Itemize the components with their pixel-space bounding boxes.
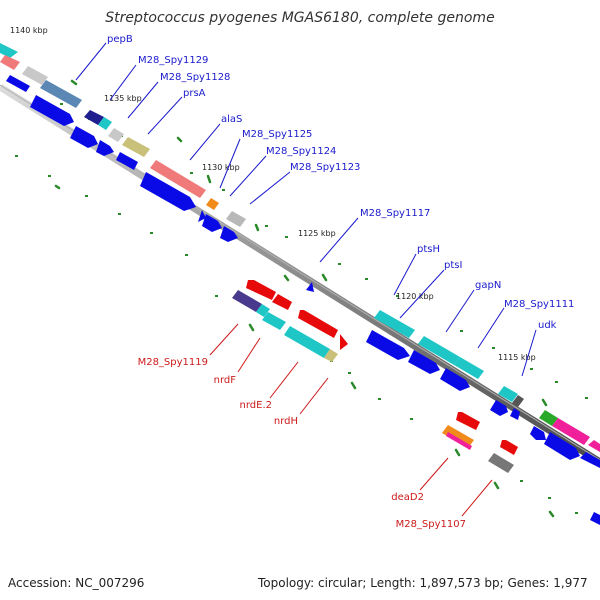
tick-label: 1140 kbp <box>10 26 48 35</box>
gene-label: M28_Spy1129 <box>138 55 208 66</box>
gene-label: nrdE.2 <box>240 400 272 411</box>
reverse-gene-labels: M28_Spy1119 nrdF nrdE.2 nrdH deaD2 M28_S… <box>138 357 466 530</box>
accession-text: Accession: NC_007296 <box>8 576 145 590</box>
tick-label: 1130 kbp <box>202 163 240 172</box>
gene-label: ptsH <box>417 244 440 255</box>
reverse-leader-lines <box>209 323 493 517</box>
gene-label: deaD2 <box>391 492 424 503</box>
gene-label: M28_Spy1125 <box>242 129 312 140</box>
forward-gene-labels: pepB M28_Spy1129 M28_Spy1128 prsA alaS M… <box>107 34 574 331</box>
gene-label: M28_Spy1124 <box>266 146 336 157</box>
gene-label: nrdF <box>214 375 237 386</box>
map-title: Streptococcus pyogenes MGAS6180, complet… <box>105 10 495 26</box>
genome-summary-text: Topology: circular; Length: 1,897,573 bp… <box>258 576 588 590</box>
kbp-ticks: 1140 kbp 1135 kbp 1130 kbp 1125 kbp 1120… <box>10 26 536 362</box>
gene-label: M28_Spy1117 <box>360 208 430 219</box>
gene-label: nrdH <box>274 416 298 427</box>
gene-label: M28_Spy1107 <box>396 519 466 530</box>
reverse-features <box>232 290 514 473</box>
tick-label: 1115 kbp <box>498 353 536 362</box>
gene-label: M28_Spy1119 <box>138 357 208 368</box>
forward-leader-lines <box>75 42 537 377</box>
gene-label: M28_Spy1123 <box>290 162 360 173</box>
gene-label: gapN <box>475 280 501 291</box>
reverse-cds <box>246 280 518 455</box>
gene-label: ptsI <box>444 260 462 271</box>
tick-label: 1135 kbp <box>104 94 142 103</box>
gene-label: M28_Spy1128 <box>160 72 230 83</box>
gene-label: udk <box>538 320 557 331</box>
tick-label: 1125 kbp <box>298 229 336 238</box>
gene-label: prsA <box>183 88 206 99</box>
tick-label: 1120 kbp <box>396 292 434 301</box>
gene-label: alaS <box>221 114 242 125</box>
forward-cds <box>6 75 600 525</box>
gene-label: pepB <box>107 34 133 45</box>
forward-features <box>0 43 600 452</box>
gene-label: M28_Spy1111 <box>504 299 574 310</box>
